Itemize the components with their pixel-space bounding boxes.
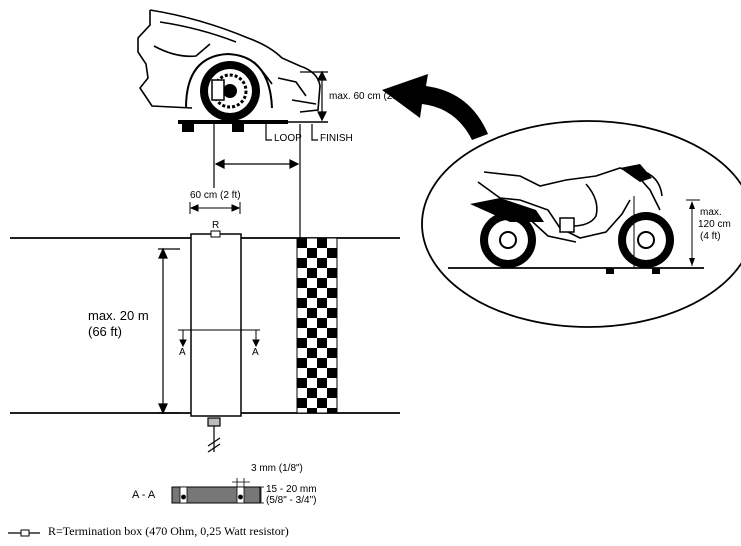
depth-label-1: 15 - 20 mm bbox=[266, 484, 317, 495]
legend-text: R=Termination box (470 Ohm, 0,25 Watt re… bbox=[48, 524, 289, 538]
depth-label-2: (5/8" - 3/4") bbox=[266, 495, 317, 506]
moto-height-label-1: max. bbox=[700, 207, 722, 218]
induction-loop bbox=[190, 233, 242, 417]
termination-marker-label: R bbox=[212, 220, 220, 231]
loop-width-dimension bbox=[189, 202, 241, 214]
moto-height-label-2: 120 cm bbox=[698, 219, 731, 230]
loop-label: LOOP bbox=[274, 133, 302, 144]
loop-length-dimension bbox=[158, 247, 180, 415]
car-wheel bbox=[200, 61, 260, 121]
cross-section-illustration bbox=[171, 478, 264, 504]
car-height-label: max. 60 cm (2ft) bbox=[329, 91, 402, 102]
cross-section-title: A - A bbox=[132, 489, 156, 501]
car-height-dimension bbox=[300, 70, 328, 122]
loop-finish-leaders bbox=[265, 124, 318, 141]
slot-width-label: 3 mm (1/8") bbox=[251, 463, 303, 474]
finish-line-checkered bbox=[296, 237, 338, 414]
section-line-a-a bbox=[178, 329, 260, 348]
moto-height-label-3: (4 ft) bbox=[700, 231, 721, 242]
section-marker-right: A bbox=[252, 347, 259, 358]
loop-length-label-2: (66 ft) bbox=[88, 324, 122, 339]
section-marker-left: A bbox=[179, 347, 186, 358]
loop-length-label-1: max. 20 m bbox=[88, 308, 149, 323]
curved-arrow bbox=[382, 74, 488, 140]
car-illustration bbox=[137, 9, 321, 113]
car-ground-plate bbox=[178, 120, 328, 132]
legend-termination-symbol bbox=[8, 529, 40, 537]
termination-box-r bbox=[210, 230, 221, 238]
motorcycle-illustration bbox=[421, 120, 741, 328]
loop-feeder-cable bbox=[207, 417, 221, 453]
loop-to-finish-dimension bbox=[214, 159, 300, 169]
loop-width-label: 60 cm (2 ft) bbox=[190, 190, 241, 201]
finish-label: FINISH bbox=[320, 133, 353, 144]
projection-lines bbox=[213, 124, 301, 238]
